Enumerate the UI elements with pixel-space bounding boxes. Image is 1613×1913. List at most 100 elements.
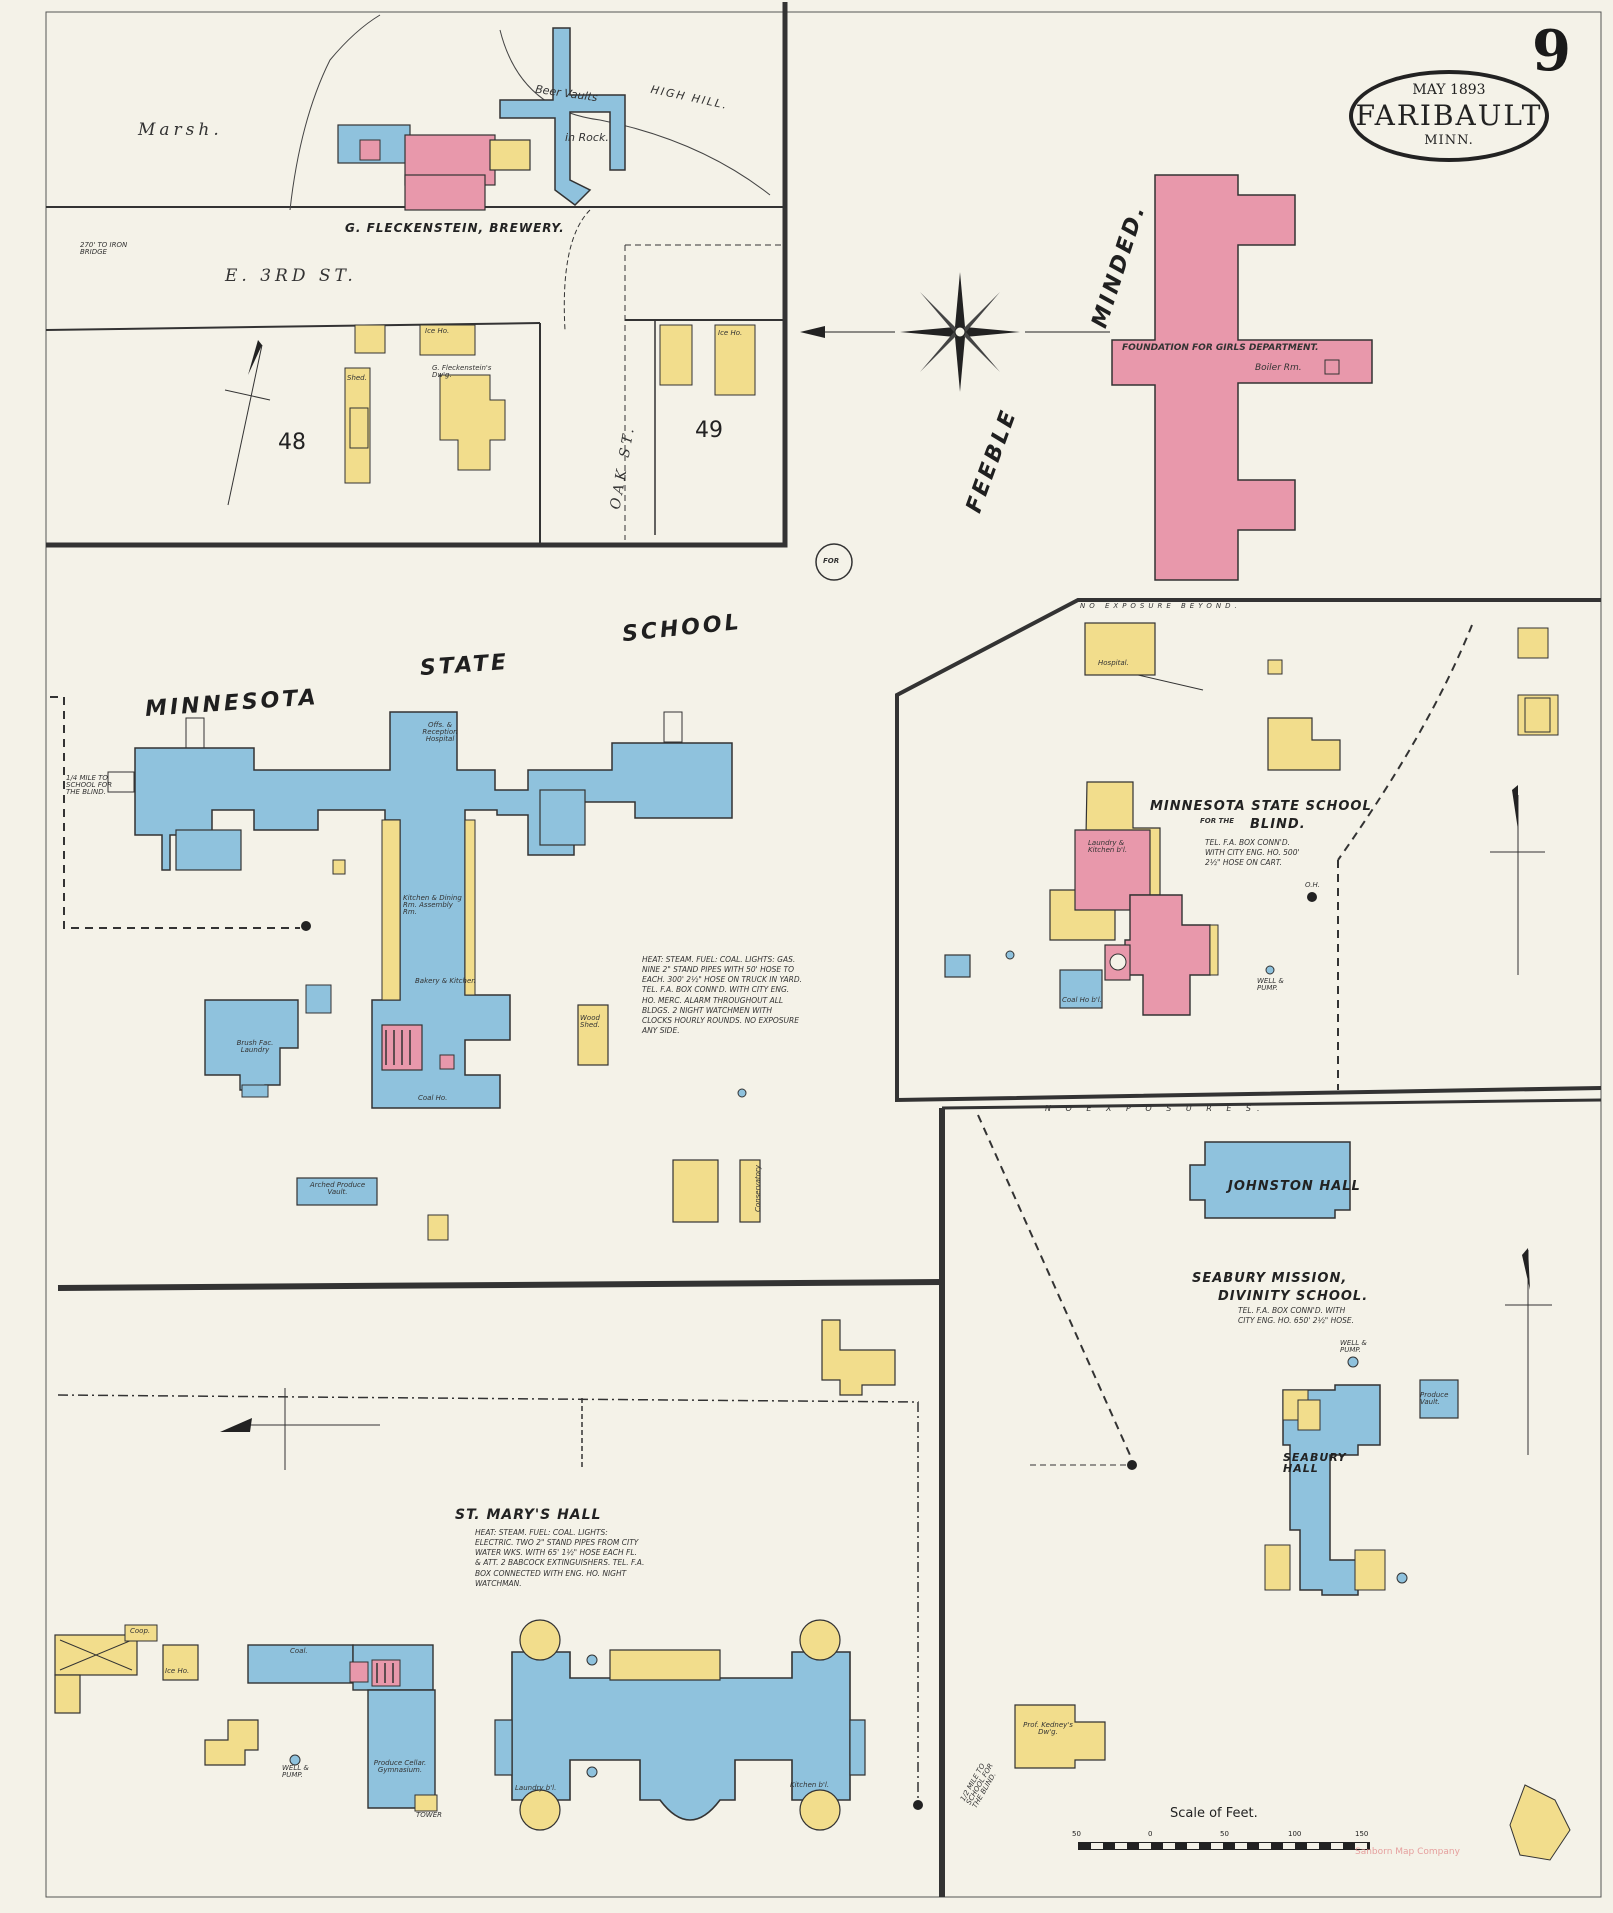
north-arrow-2-head — [1512, 785, 1518, 830]
scale-tick-2: 50 — [1220, 1830, 1229, 1838]
stmarys-ice-label: Ice Ho. — [165, 1667, 190, 1675]
north-arrow-3-head — [1522, 1248, 1530, 1290]
seabury-well-label: WELL & PUMP. — [1340, 1339, 1367, 1354]
boiler-room-label: Boiler Rm. — [1255, 363, 1302, 373]
small-outbuilding — [427, 1214, 449, 1241]
stmarys-title: ST. MARY'S HALL — [455, 1507, 602, 1523]
blind-well — [1265, 965, 1275, 975]
north-arrow-4-head — [220, 1418, 252, 1432]
stmarys-ice-house — [162, 1644, 199, 1681]
blind-oh-label: O.H. — [1305, 881, 1320, 889]
north-stair-2 — [663, 711, 683, 743]
stmarys-tower-nw — [519, 1619, 561, 1661]
blind-title-1: MINNESOTA STATE SCHOOL — [1150, 799, 1372, 814]
seabury-produce-label: Produce Vault. — [1420, 1391, 1449, 1406]
oh-marker-school — [301, 921, 311, 931]
stmarys-coal-label: Coal. — [290, 1647, 308, 1655]
outbuilding-yellow — [672, 1159, 719, 1223]
e3rd-street-south-line — [45, 322, 541, 331]
stmarys-gymnasium — [367, 1689, 436, 1809]
stmarys-dwelling — [204, 1719, 259, 1766]
north-stair — [185, 717, 205, 749]
seabury-hall-label: SEABURY HALL — [1283, 1451, 1347, 1475]
hill-outline — [499, 29, 771, 196]
girls-department-label: FOUNDATION FOR GIRLS DEPARTMENT. — [1122, 343, 1319, 353]
johnston-hall — [1189, 1141, 1351, 1219]
stmarys-well-label: WELL & PUMP. — [282, 1764, 309, 1779]
stmarys-laundry-label: Laundry b'l. — [515, 1784, 557, 1792]
coal-house-label: Coal Ho. — [418, 1094, 448, 1102]
state-school-west-wing — [175, 829, 242, 871]
seabury-oh-marker — [1127, 1460, 1137, 1470]
seabury-well-2 — [1396, 1572, 1408, 1584]
blind-laundry-label: Laundry & Kitchen b'l. — [1088, 839, 1128, 854]
stmarys-tower — [414, 1794, 438, 1812]
tiny-outbuilding — [332, 859, 346, 875]
stmarys-west-bay — [494, 1719, 513, 1776]
boiler-chimney — [1324, 359, 1340, 375]
scale-bar-graphic — [1078, 1842, 1370, 1850]
school-fire-note: HEAT: STEAM. FUEL: COAL. LIGHTS: GAS. NI… — [642, 955, 803, 1035]
block49-d — [659, 324, 693, 386]
seabury-frame-4 — [1264, 1544, 1291, 1591]
conservatory — [739, 1159, 761, 1223]
north-arrow-1-head — [248, 340, 262, 375]
laundry-annex — [305, 984, 332, 1014]
blind-dwelling — [1267, 717, 1341, 771]
blind-hose-house — [1267, 659, 1283, 675]
block48-ice-house-label: Ice Ho. — [425, 327, 450, 335]
stmarys-divider — [57, 1279, 943, 1291]
block48-shed-inner — [349, 407, 369, 449]
blind-title-2: BLIND. — [1250, 817, 1306, 832]
blind-cistern — [1005, 950, 1015, 960]
blind-for-the: FOR THE — [1200, 817, 1234, 825]
stmarys-west-barn-x — [59, 1639, 133, 1671]
stmarys-cistern-2 — [586, 1766, 598, 1778]
block48-ice-house — [419, 324, 476, 356]
marsh-shore — [289, 14, 381, 211]
stmarys-well — [289, 1754, 301, 1766]
blind-coal-label: Coal Ho b'l. — [1062, 996, 1102, 1004]
blind-panel-border — [895, 598, 1602, 1103]
brush-laundry-label: Brush Fac. Laundry — [236, 1039, 274, 1054]
blind-coal-house — [1059, 969, 1103, 1009]
stmarys-fire-note: HEAT: STEAM. FUEL: COAL. LIGHTS: ELECTRI… — [475, 1528, 645, 1588]
scale-title: Scale of Feet. — [1170, 1806, 1258, 1821]
scale-tick-1: 0 — [1148, 1830, 1153, 1838]
east-shed-2 — [1517, 694, 1559, 736]
stmarys-east-bay — [849, 1719, 866, 1776]
stmarys-ne-dwelling — [821, 1319, 896, 1396]
iron-bridge-label: 270' TO IRON BRIDGE — [80, 241, 128, 256]
blind-outbuilding-blue — [944, 954, 971, 978]
e3rd-street-label: E. 3RD ST. — [225, 266, 357, 286]
state-school-chimney — [439, 1054, 455, 1070]
stmarys-cistern-1 — [586, 1654, 598, 1666]
block-48-label: 48 — [278, 430, 306, 455]
cartouche-date: MAY 1893 — [1412, 82, 1486, 98]
scale-tick-0: 50 — [1072, 1830, 1081, 1838]
divinity-school-label: DIVINITY SCHOOL. — [1218, 1289, 1369, 1304]
for-seal-label: FOR — [823, 557, 840, 565]
north-arrow-1-shaft — [227, 344, 263, 506]
stmarys-north-porch — [609, 1649, 721, 1681]
seabury-divider-horizontal — [941, 1098, 1602, 1110]
stmarys-chimney — [349, 1661, 369, 1683]
bakery-label: Bakery & Kitchen — [415, 977, 476, 985]
block48-small — [354, 324, 386, 354]
page-border — [45, 11, 1602, 1898]
soap-house — [241, 1084, 269, 1098]
blind-no-exposure: NO EXPOSURE BEYOND. — [1080, 602, 1241, 610]
stmarys-tower-label: TOWER — [416, 1811, 442, 1819]
north-arrow-1-cross — [224, 389, 271, 401]
school-boundary — [50, 696, 300, 929]
stmarys-coop — [124, 1624, 158, 1642]
in-rock-label: in Rock. — [565, 131, 609, 144]
blind-hospital-label: Hospital. — [1098, 659, 1129, 667]
stmarys-west-shed — [54, 1674, 81, 1714]
brewery-boiler — [359, 139, 381, 161]
seabury-frame-2 — [1297, 1399, 1321, 1431]
seabury-corner-dwelling — [1509, 1784, 1571, 1861]
publisher-stamp: Sanborn Map Company — [1355, 1847, 1460, 1857]
east-shed-1 — [1517, 627, 1549, 659]
